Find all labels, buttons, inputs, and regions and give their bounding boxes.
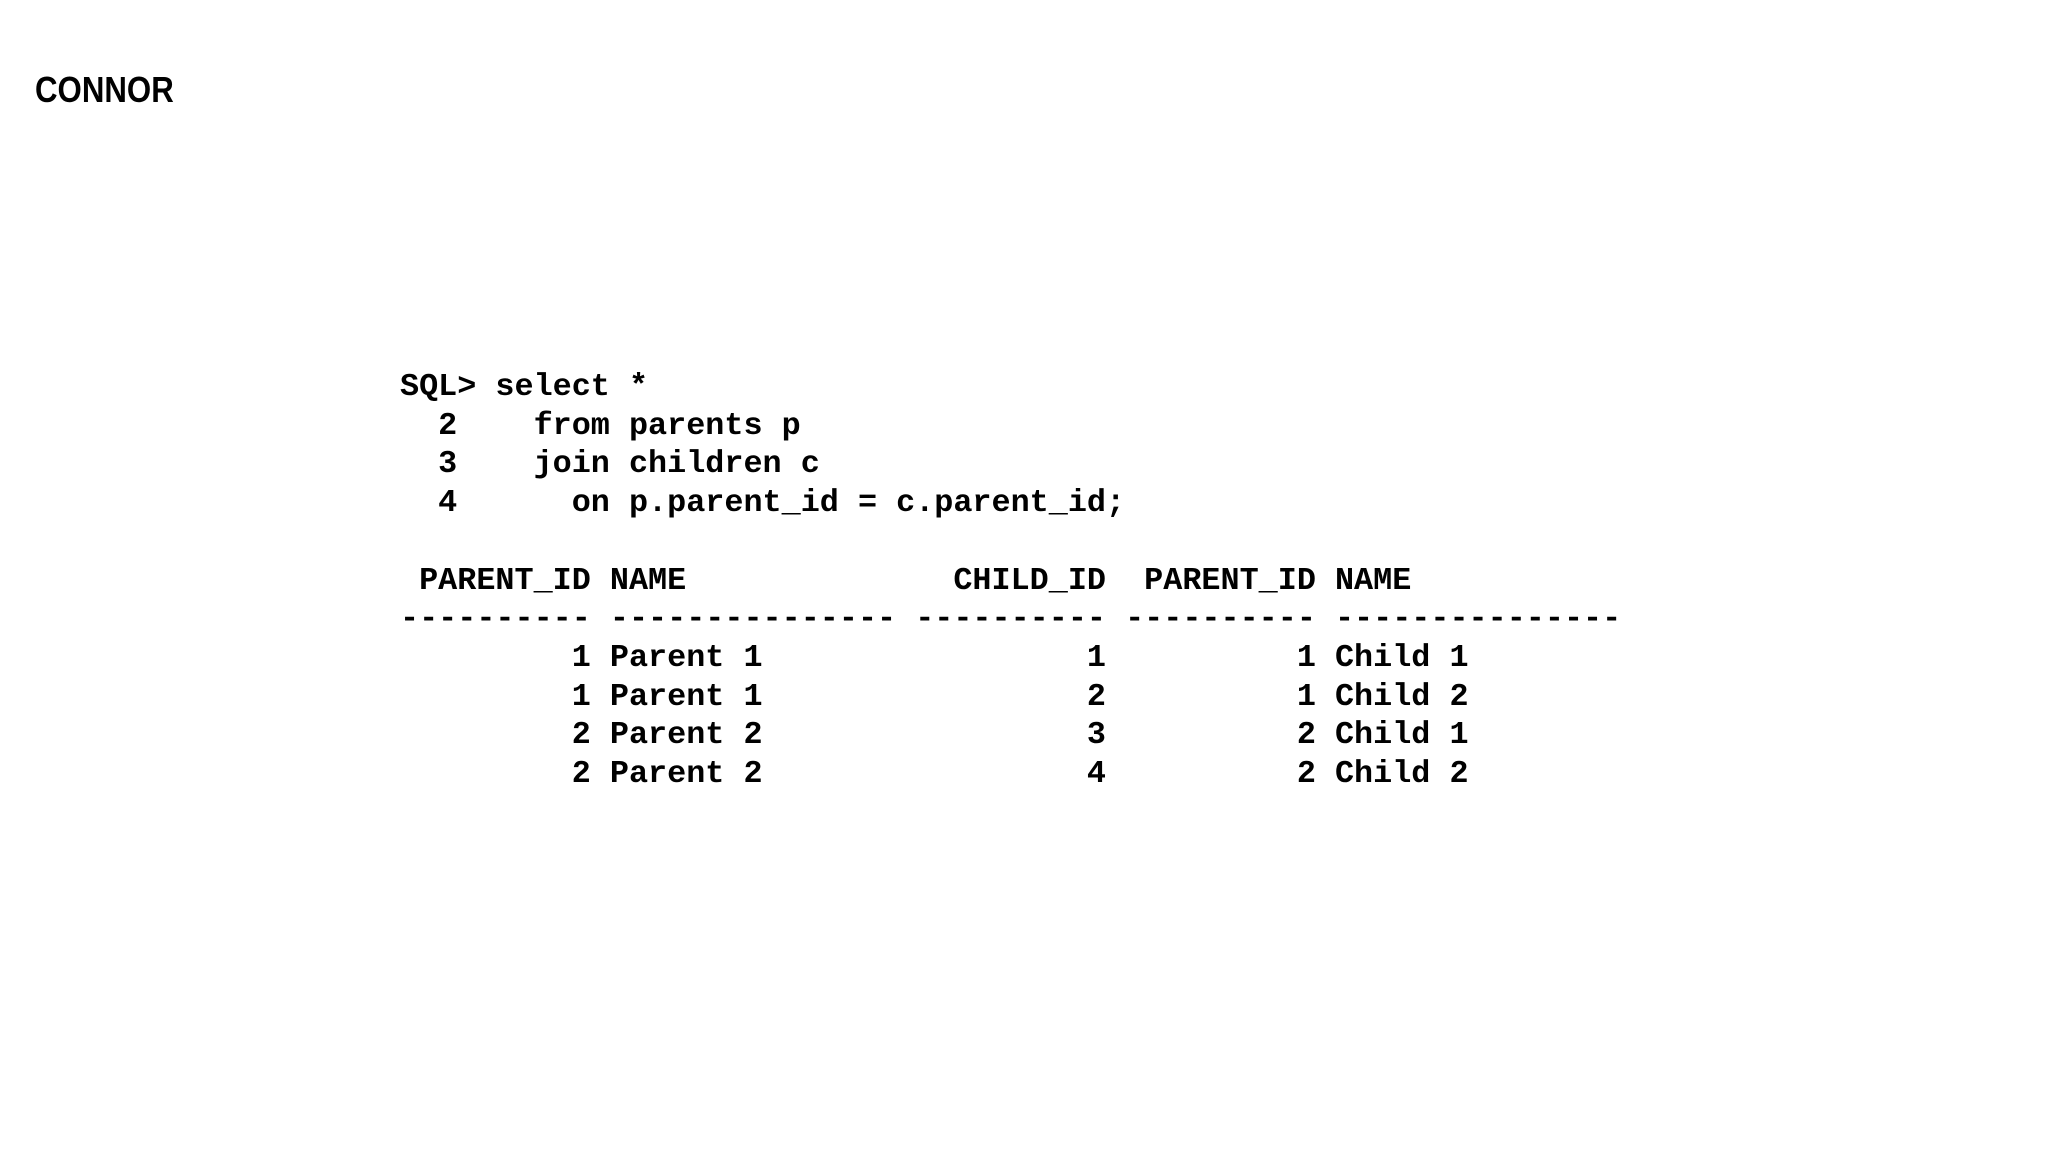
sql-terminal-output: SQL> select * 2 from parents p 3 join ch… <box>400 368 1621 794</box>
result-row-line: 2 Parent 2 3 2 Child 1 <box>571 717 1469 754</box>
result-separator-line: ---------- --------------- ---------- --… <box>400 601 1622 638</box>
result-row-line: 2 Parent 2 4 2 Child 2 <box>571 756 1469 793</box>
result-row-line: 1 Parent 1 1 1 Child 1 <box>571 639 1469 676</box>
sql-line: 3 join children c <box>438 446 820 483</box>
result-row-line: 1 Parent 1 2 1 Child 2 <box>571 678 1469 715</box>
sql-line: 2 from parents p <box>438 407 801 444</box>
sql-line: SQL> select * <box>400 369 649 405</box>
sql-line: 4 on p.parent_id = c.parent_id; <box>438 485 1126 522</box>
result-header-line: PARENT_ID NAME CHILD_ID PARENT_ID NAME <box>419 562 1412 599</box>
presenter-name-label: CONNOR <box>35 69 174 110</box>
